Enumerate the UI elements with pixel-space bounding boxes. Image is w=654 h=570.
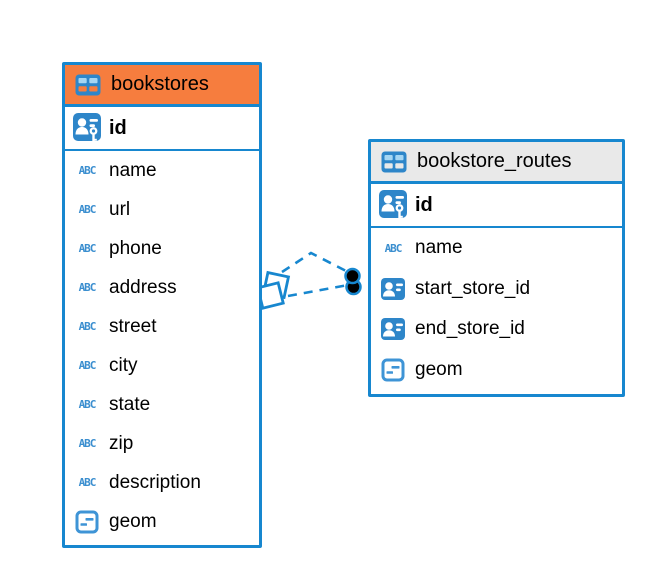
row-state[interactable]: ABC state (65, 385, 259, 424)
table-icon (74, 74, 102, 96)
column-label: zip (109, 432, 134, 454)
row-id[interactable]: id (371, 184, 622, 228)
text-type-icon: ABC (78, 476, 97, 489)
text-type-icon: ABC (384, 241, 403, 255)
table-routes-header[interactable]: bookstore_routes (371, 142, 622, 184)
text-type-icon: ABC (78, 398, 97, 411)
column-label: phone (109, 237, 162, 259)
row-geom[interactable]: geom (371, 350, 622, 391)
geometry-type-icon (73, 510, 101, 534)
column-label: id (109, 116, 127, 139)
primary-key-icon (379, 189, 407, 221)
row-start-store-id[interactable]: start_store_id (371, 269, 622, 310)
relationship-line-lower (287, 283, 349, 298)
row-url[interactable]: ABC url (65, 190, 259, 229)
table-bookstores[interactable]: bookstores id ABC name (62, 62, 262, 548)
column-label: start_store_id (415, 277, 531, 299)
column-label: description (109, 471, 201, 493)
column-label: street (109, 315, 157, 337)
column-label: name (109, 159, 157, 181)
text-type-icon: ABC (78, 164, 97, 177)
row-address[interactable]: ABC address (65, 268, 259, 307)
relationship-line-upper (281, 251, 351, 275)
text-type-icon: ABC (78, 320, 97, 333)
table-bookstore-routes[interactable]: bookstore_routes id ABC name (368, 139, 625, 397)
text-type-icon: ABC (78, 359, 97, 372)
column-label: city (109, 354, 138, 376)
reference-type-icon (379, 277, 407, 301)
column-label: geom (109, 510, 157, 532)
column-label: name (415, 237, 463, 259)
row-geom[interactable]: geom (65, 502, 259, 541)
column-label: state (109, 393, 151, 415)
table-title: bookstore_routes (417, 150, 572, 172)
table-title: bookstores (111, 73, 209, 95)
row-city[interactable]: ABC city (65, 346, 259, 385)
relationship-source-marker (256, 270, 291, 310)
row-zip[interactable]: ABC zip (65, 424, 259, 463)
row-street[interactable]: ABC street (65, 307, 259, 346)
text-type-icon: ABC (78, 437, 97, 450)
row-name[interactable]: ABC name (371, 228, 622, 269)
text-type-icon: ABC (78, 281, 97, 294)
row-end-store-id[interactable]: end_store_id (371, 309, 622, 350)
text-type-icon: ABC (78, 242, 97, 255)
column-label: id (415, 193, 433, 216)
row-id[interactable]: id (65, 107, 259, 151)
geometry-type-icon (379, 358, 407, 382)
row-name[interactable]: ABC name (65, 151, 259, 190)
column-label: end_store_id (415, 318, 525, 340)
reference-type-icon (379, 317, 407, 341)
row-phone[interactable]: ABC phone (65, 229, 259, 268)
table-icon (380, 151, 408, 173)
column-label: address (109, 276, 177, 298)
primary-key-icon (73, 112, 101, 144)
row-description[interactable]: ABC description (65, 463, 259, 502)
text-type-icon: ABC (78, 203, 97, 216)
column-label: url (109, 198, 131, 220)
column-label: geom (415, 358, 463, 380)
table-bookstores-header[interactable]: bookstores (65, 65, 259, 107)
relationship-target-marker (344, 267, 362, 296)
